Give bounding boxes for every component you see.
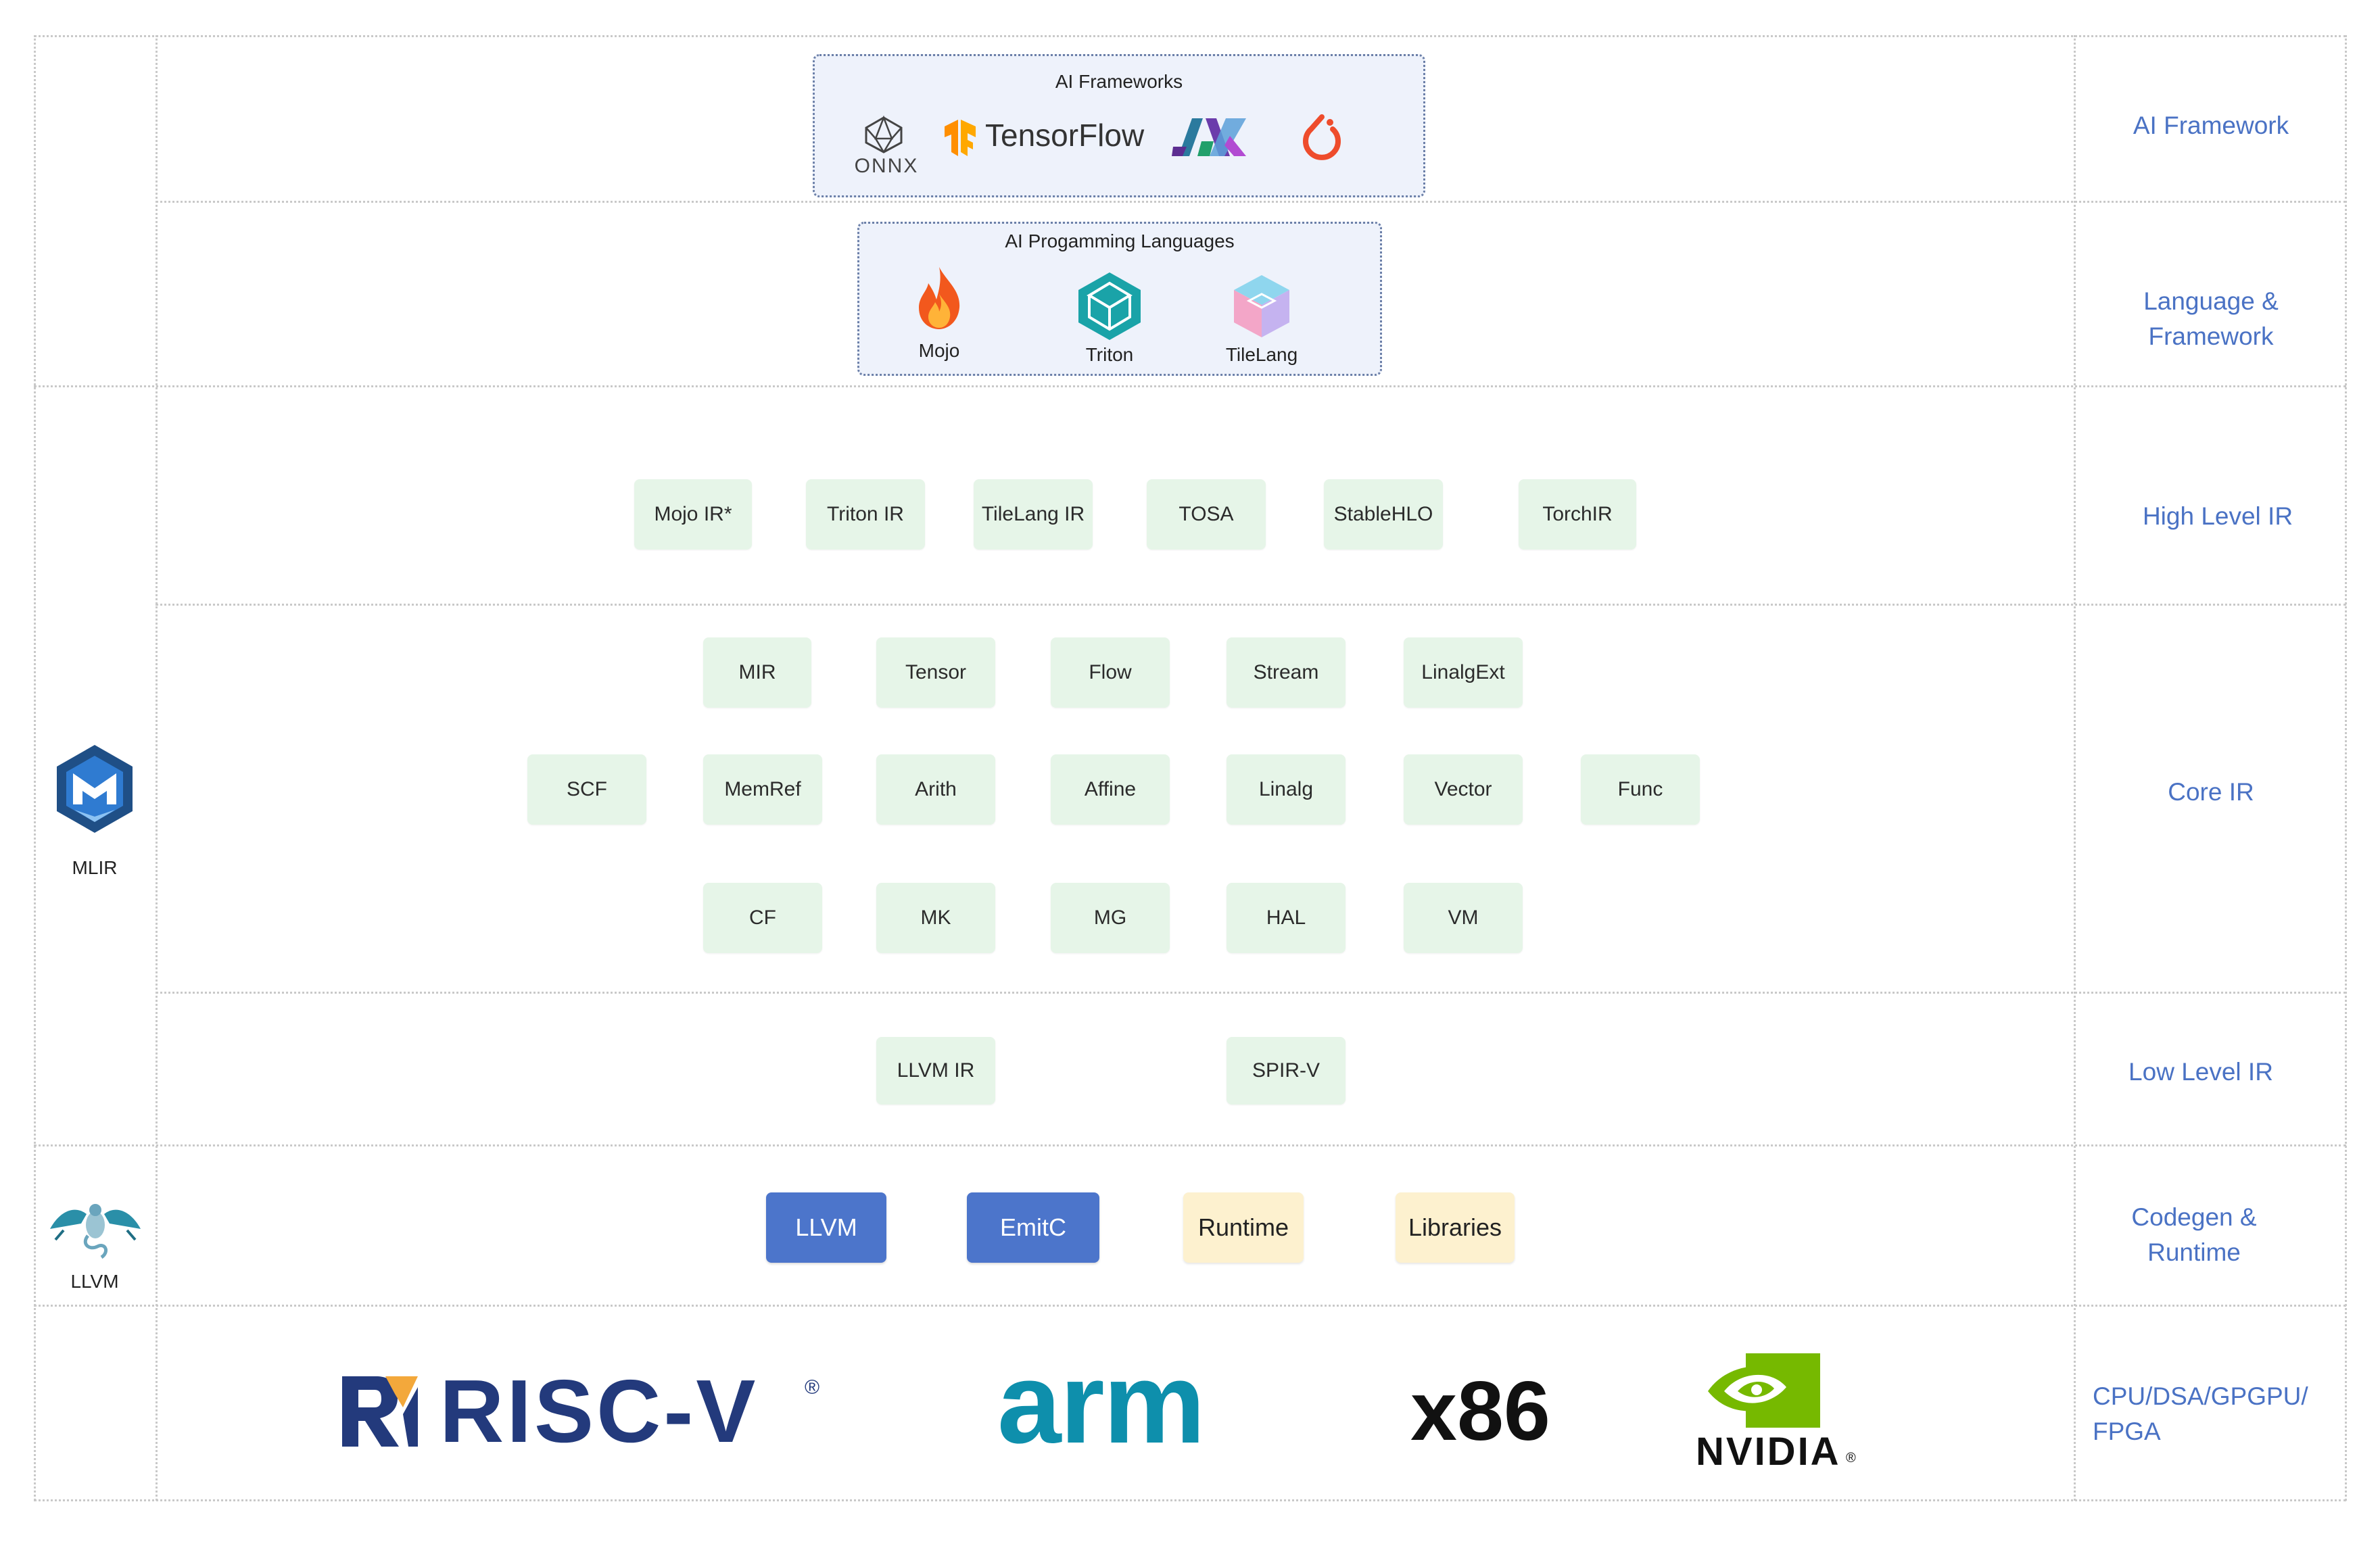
ir-box-mk: MK (876, 883, 995, 953)
x86-label: x86 (1410, 1365, 1550, 1458)
tier-label-hardware: CPU/DSA/GPGPU/ FPGA (2093, 1382, 2308, 1445)
llvm-dragon-icon (47, 1196, 143, 1261)
ir-box-memref: MemRef (703, 754, 822, 825)
runtime-box-libraries: Libraries (1396, 1192, 1515, 1263)
llvm-label: LLVM (70, 1271, 119, 1292)
triton-cube-icon (1077, 271, 1142, 341)
ir-box-scf: SCF (527, 754, 646, 825)
nvidia-label: NVIDIA (1696, 1430, 1841, 1474)
ir-box-stream: Stream (1227, 637, 1346, 708)
riscv-label: RISC-V (439, 1361, 759, 1461)
ir-box-triton-ir: Triton IR (806, 479, 925, 550)
tensorflow-logo-icon (943, 118, 977, 158)
tensorflow-label: TensorFlow (985, 118, 1145, 153)
tier-label-high-level-ir: High Level IR (2142, 502, 2293, 530)
ai-languages-title: AI Progamming Languages (1005, 231, 1235, 251)
ir-box-flow: Flow (1051, 637, 1170, 708)
row-divider (34, 1499, 2346, 1501)
ir-box-llvm-ir: LLVM IR (876, 1037, 995, 1105)
ir-box-cf: CF (703, 883, 822, 953)
language-label-tilelang: TileLang (1225, 344, 1298, 365)
ai-frameworks-group: AI Frameworks ONNX TensorFlow (813, 54, 1425, 197)
tilelang-cube-icon (1233, 274, 1291, 339)
col-divider (2345, 35, 2347, 1501)
ir-box-stablehlo: StableHLO (1324, 479, 1443, 550)
nvidia-eye-icon (1707, 1353, 1820, 1428)
codegen-box-llvm: LLVM (766, 1192, 886, 1263)
ir-box-torchir: TorchIR (1519, 479, 1636, 550)
tier-label-low-level-ir: Low Level IR (2128, 1058, 2273, 1086)
onnx-logo-icon (862, 115, 905, 153)
ir-box-affine: Affine (1051, 754, 1170, 825)
ir-box-func: Func (1581, 754, 1700, 825)
row-divider (156, 604, 2346, 606)
fire-icon (912, 264, 966, 332)
riscv-logo-icon (338, 1374, 419, 1449)
jax-logo-icon (1172, 116, 1247, 159)
mlir-label: MLIR (72, 857, 118, 878)
ir-box-linalgext: LinalgExt (1404, 637, 1523, 708)
col-divider (2074, 35, 2076, 1501)
ir-box-mir: MIR (703, 637, 811, 708)
onnx-label: ONNX (854, 155, 919, 177)
runtime-box-runtime: Runtime (1183, 1192, 1304, 1263)
row-divider (34, 385, 2346, 387)
ir-box-mg: MG (1051, 883, 1170, 953)
tier-label-codegen-runtime: Codegen & Runtime (2131, 1203, 2257, 1266)
ir-box-arith: Arith (876, 754, 995, 825)
ir-box-tilelang-ir: TileLang IR (974, 479, 1093, 550)
ir-box-tosa: TOSA (1147, 479, 1266, 550)
ir-box-vm: VM (1404, 883, 1523, 953)
tier-label-language-framework: Language & Framework (2143, 287, 2279, 350)
col-divider (156, 35, 158, 1501)
ai-languages-group: AI Progamming Languages Mojo Triton Tile… (857, 222, 1382, 376)
row-divider (34, 1305, 2346, 1307)
tier-label-core-ir: Core IR (2168, 778, 2254, 806)
codegen-box-emitc: EmitC (967, 1192, 1099, 1263)
ir-box-mojo-ir: Mojo IR* (634, 479, 752, 550)
row-divider (156, 992, 2346, 994)
row-divider (34, 1144, 2346, 1146)
row-divider (34, 35, 2346, 37)
ir-box-linalg: Linalg (1227, 754, 1346, 825)
riscv-registered-mark: ® (805, 1376, 820, 1399)
ir-box-tensor: Tensor (876, 637, 995, 708)
col-divider (34, 35, 36, 1501)
ir-box-vector: Vector (1404, 754, 1523, 825)
row-divider (156, 201, 2346, 203)
language-label-mojo: Mojo (918, 340, 960, 361)
nvidia-registered-mark: ® (1846, 1451, 1856, 1466)
language-label-triton: Triton (1085, 344, 1134, 365)
arm-label: arm (997, 1339, 1206, 1468)
tier-label-ai-framework: AI Framework (2133, 112, 2289, 139)
pytorch-logo-icon (1296, 112, 1348, 166)
ir-box-hal: HAL (1227, 883, 1346, 953)
ai-frameworks-title: AI Frameworks (1055, 71, 1183, 92)
ir-box-spir-v: SPIR-V (1227, 1037, 1346, 1105)
mlir-logo-icon (54, 744, 135, 834)
